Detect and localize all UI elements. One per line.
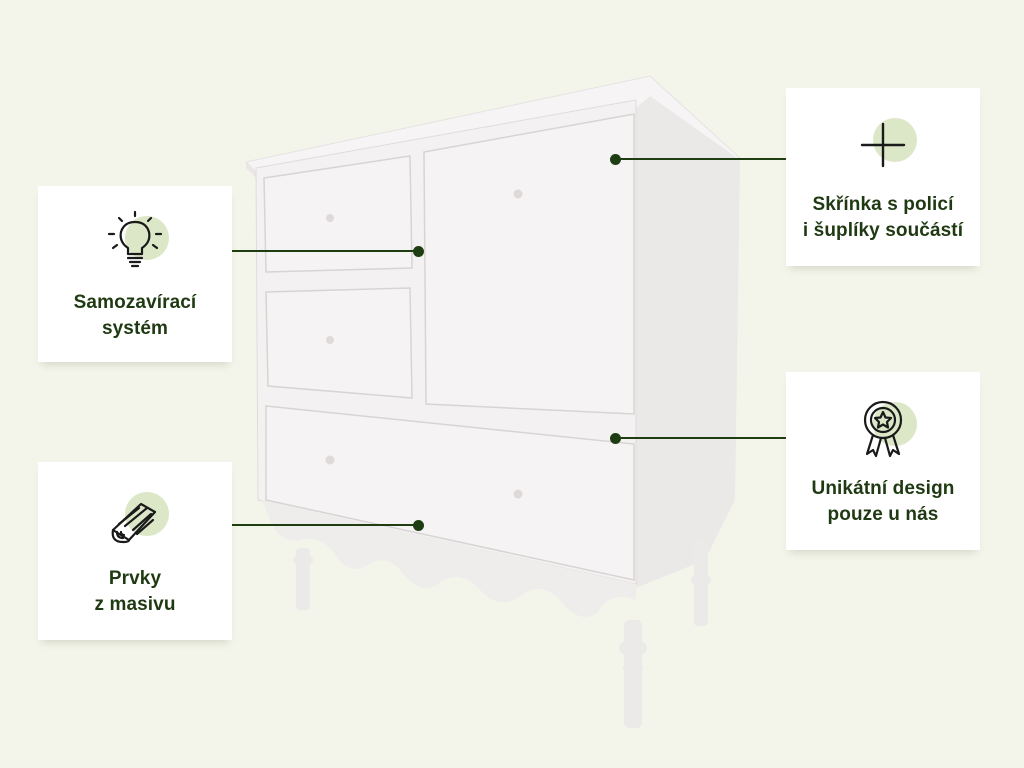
feature-card-solid-wood: Prvky z masivu (38, 462, 232, 640)
wood-log-icon (99, 484, 171, 556)
feature-label: Skřínka s policí i šuplíky součástí (802, 194, 964, 241)
award-ribbon-icon (847, 394, 919, 466)
knob (513, 489, 523, 499)
plus-icon (847, 110, 919, 182)
lightbulb-icon (99, 208, 171, 280)
knob (513, 189, 523, 199)
feature-label: Prvky z masivu (94, 568, 176, 615)
connector-dot (413, 246, 424, 257)
drawer-mid-left (265, 287, 413, 399)
drawer-bottom (265, 405, 635, 581)
connector-dot (610, 433, 621, 444)
connector-dot (413, 520, 424, 531)
feature-card-cabinet: Skřínka s policí i šuplíky součástí (786, 88, 980, 266)
side-panel (634, 96, 740, 588)
knob (326, 214, 334, 222)
knob (325, 455, 335, 465)
feature-card-design: Unikátní design pouze u nás (786, 372, 980, 550)
connector-line-cabinet (616, 158, 812, 160)
connector-line-solid-wood (210, 524, 418, 526)
drawer-top-left (263, 155, 413, 273)
connector-line-self-closing (210, 250, 418, 252)
cabinet-door (423, 113, 635, 415)
connector-line-design (616, 437, 812, 439)
scalloped-apron (262, 500, 636, 617)
feature-card-self-closing: Samozavírací systém (38, 186, 232, 362)
connector-dot (610, 154, 621, 165)
feature-label: Unikátní design pouze u nás (811, 478, 955, 525)
knob (326, 336, 334, 344)
legs (293, 540, 711, 728)
feature-label: Samozavírací systém (73, 292, 197, 339)
